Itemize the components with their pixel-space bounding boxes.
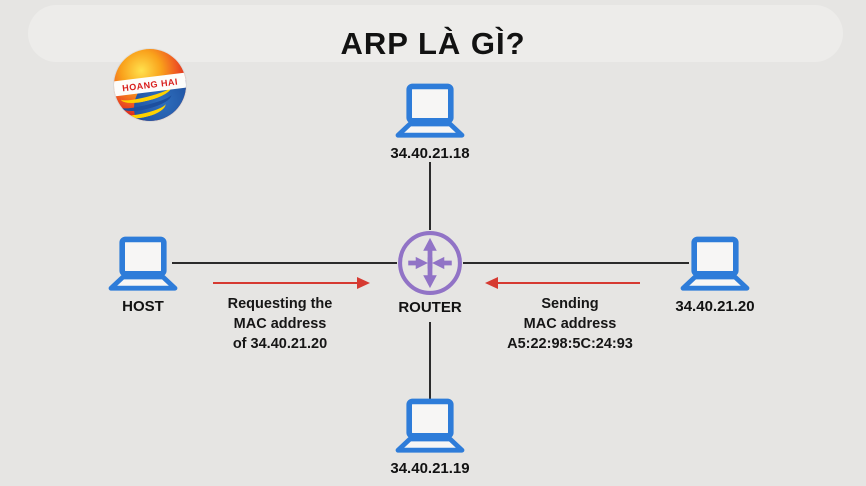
laptop-icon (108, 236, 178, 291)
node-laptop-bottom: 34.40.21.19 (380, 398, 480, 477)
node-label-host: HOST (122, 298, 164, 315)
page-title: ARP LÀ GÌ? (340, 26, 526, 61)
link-router-to-right (463, 262, 689, 264)
node-label-ip: 34.40.21.20 (675, 298, 755, 315)
node-laptop-right: 34.40.21.20 (665, 236, 765, 315)
node-label-router: ROUTER (398, 299, 462, 316)
reply-message: Sending MAC address A5:22:98:5C:24:93 (470, 294, 670, 354)
link-top-to-router (429, 162, 431, 230)
request-message: Requesting the MAC address of 34.40.21.2… (180, 294, 380, 354)
link-host-to-router (172, 262, 397, 264)
link-router-to-bottom (429, 322, 431, 399)
node-laptop-host: HOST (93, 236, 193, 315)
reply-message-line: Sending (541, 296, 599, 312)
request-message-line: MAC address (233, 316, 327, 332)
laptop-icon (680, 236, 750, 291)
node-laptop-top: 34.40.21.18 (380, 83, 480, 162)
reply-message-line: A5:22:98:5C:24:93 (507, 336, 633, 352)
laptop-icon (395, 398, 465, 453)
brand-logo: HOANG HAI (114, 49, 186, 121)
request-message-line: Requesting the (227, 296, 333, 312)
laptop-icon (395, 83, 465, 138)
node-router: ROUTER (396, 229, 464, 316)
router-icon (398, 231, 462, 295)
reply-message-line: MAC address (523, 316, 617, 332)
reply-arrow-icon (485, 277, 640, 289)
request-message-line: of 34.40.21.20 (232, 336, 328, 352)
node-label-ip: 34.40.21.19 (390, 460, 470, 477)
node-label-ip: 34.40.21.18 (390, 145, 470, 162)
request-arrow-icon (213, 277, 370, 289)
